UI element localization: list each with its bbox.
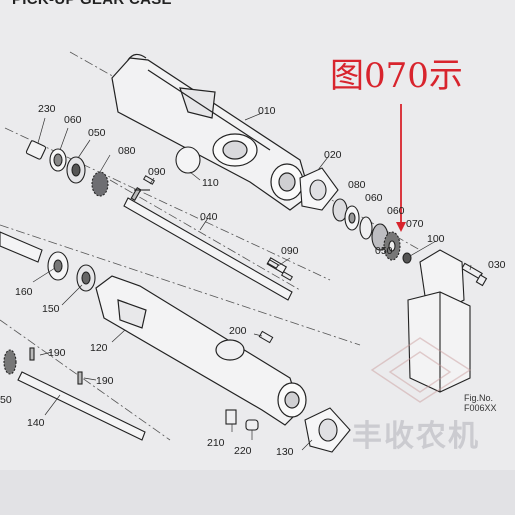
page-title: PICK-UP GEAR CASE — [12, 0, 172, 8]
annotation-label: 图070示 — [330, 56, 463, 96]
callout-050-left: 050 — [88, 127, 106, 139]
callout-090-left: 090 — [148, 166, 166, 178]
leader-lines — [32, 112, 472, 451]
callout-090-right: 090 — [281, 245, 299, 257]
gearbox-sketch — [407, 249, 471, 393]
callout-210: 210 — [207, 437, 225, 449]
callout-020: 020 — [324, 149, 342, 161]
watermark-text: 丰收农机 — [352, 419, 480, 454]
callout-200: 200 — [229, 325, 247, 337]
callout-120: 120 — [90, 342, 108, 354]
callout-220: 220 — [234, 445, 252, 457]
callout-080-right: 080 — [348, 179, 366, 191]
watermark-logo — [370, 337, 472, 403]
right-gear-stack — [332, 198, 412, 264]
gasket-020 — [299, 167, 339, 211]
bolt-200 — [258, 330, 274, 344]
lower-housing-120 — [95, 275, 307, 426]
callout-140: 140 — [27, 417, 45, 429]
callout-160: 160 — [15, 286, 33, 298]
callout-190-a: 190 — [48, 347, 66, 359]
callout-060-right-b: 060 — [387, 205, 405, 217]
callout-070: 070 — [406, 218, 424, 230]
callout-110: 110 — [202, 177, 219, 189]
callout-010: 010 — [258, 105, 276, 117]
callout-050-right: 050 — [375, 245, 393, 257]
bolt-030 — [461, 262, 488, 287]
callout-040: 040 — [200, 211, 218, 223]
callout-130: 130 — [276, 446, 294, 458]
annotation-arrow — [396, 104, 406, 232]
figure-number-line2: F006XX — [464, 403, 497, 413]
paper-bottom-shade — [0, 470, 515, 515]
callout-060-right-a: 060 — [365, 192, 383, 204]
callout-030: 030 — [488, 259, 506, 271]
callout-230: 230 — [38, 103, 56, 115]
callout-100: 100 — [427, 233, 445, 245]
gasket-130 — [304, 407, 351, 453]
callout-150: 150 — [42, 303, 60, 315]
shaft-140 — [3, 347, 146, 441]
bolt-210-washer-220 — [225, 409, 259, 431]
callout-190-b: 190 — [96, 375, 114, 387]
gear-case-housing — [111, 53, 311, 211]
callout-50: 50 — [0, 394, 12, 406]
callout-060-left: 060 — [64, 114, 82, 126]
figure-number-line1: Fig.No. — [464, 393, 494, 403]
callout-080-left: 080 — [118, 145, 136, 157]
cover-disc-110 — [175, 146, 201, 174]
left-shaft-parts — [0, 231, 96, 292]
left-gear-stack — [25, 140, 109, 197]
figure-number: Fig.No. F006XX — [464, 393, 497, 413]
